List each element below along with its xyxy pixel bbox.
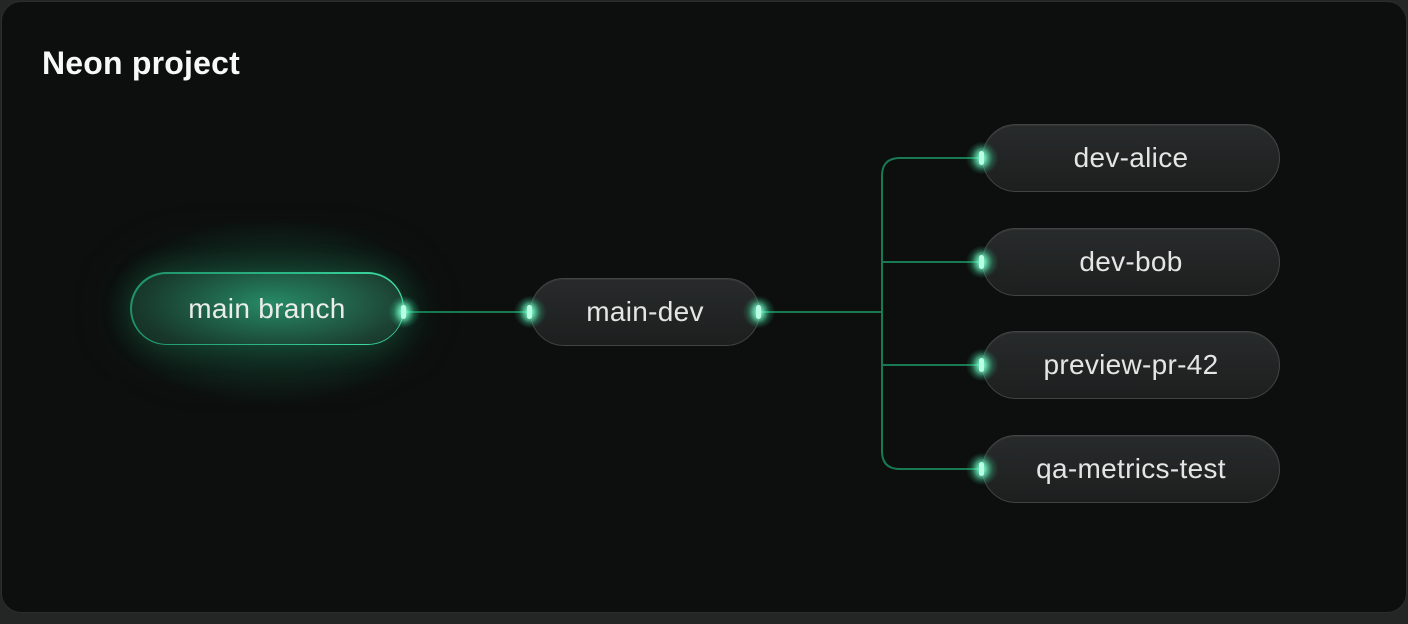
node-main-branch-surface: main branch	[131, 273, 403, 344]
node-qa-metrics-test-label: qa-metrics-test	[1036, 453, 1226, 484]
node-preview-pr-42[interactable]: preview-pr-42	[982, 331, 1280, 399]
project-title: Neon project	[42, 45, 240, 81]
node-dev-bob-label: dev-bob	[1079, 246, 1183, 277]
node-main-dev[interactable]: main-dev	[530, 278, 760, 346]
node-preview-pr-42-label: preview-pr-42	[1043, 349, 1219, 380]
connector-trunk-and-outer-branches	[881, 157, 983, 470]
node-qa-metrics-test[interactable]: qa-metrics-test	[982, 435, 1280, 503]
node-dev-bob[interactable]: dev-bob	[982, 228, 1280, 296]
project-card: Neon project main branch main-dev dev-al…	[1, 1, 1407, 613]
node-main-dev-label: main-dev	[586, 296, 704, 327]
node-main-branch-label: main branch	[188, 292, 346, 324]
node-dev-alice[interactable]: dev-alice	[982, 124, 1280, 192]
node-main-branch[interactable]: main branch	[130, 272, 404, 345]
node-dev-alice-label: dev-alice	[1073, 142, 1189, 173]
